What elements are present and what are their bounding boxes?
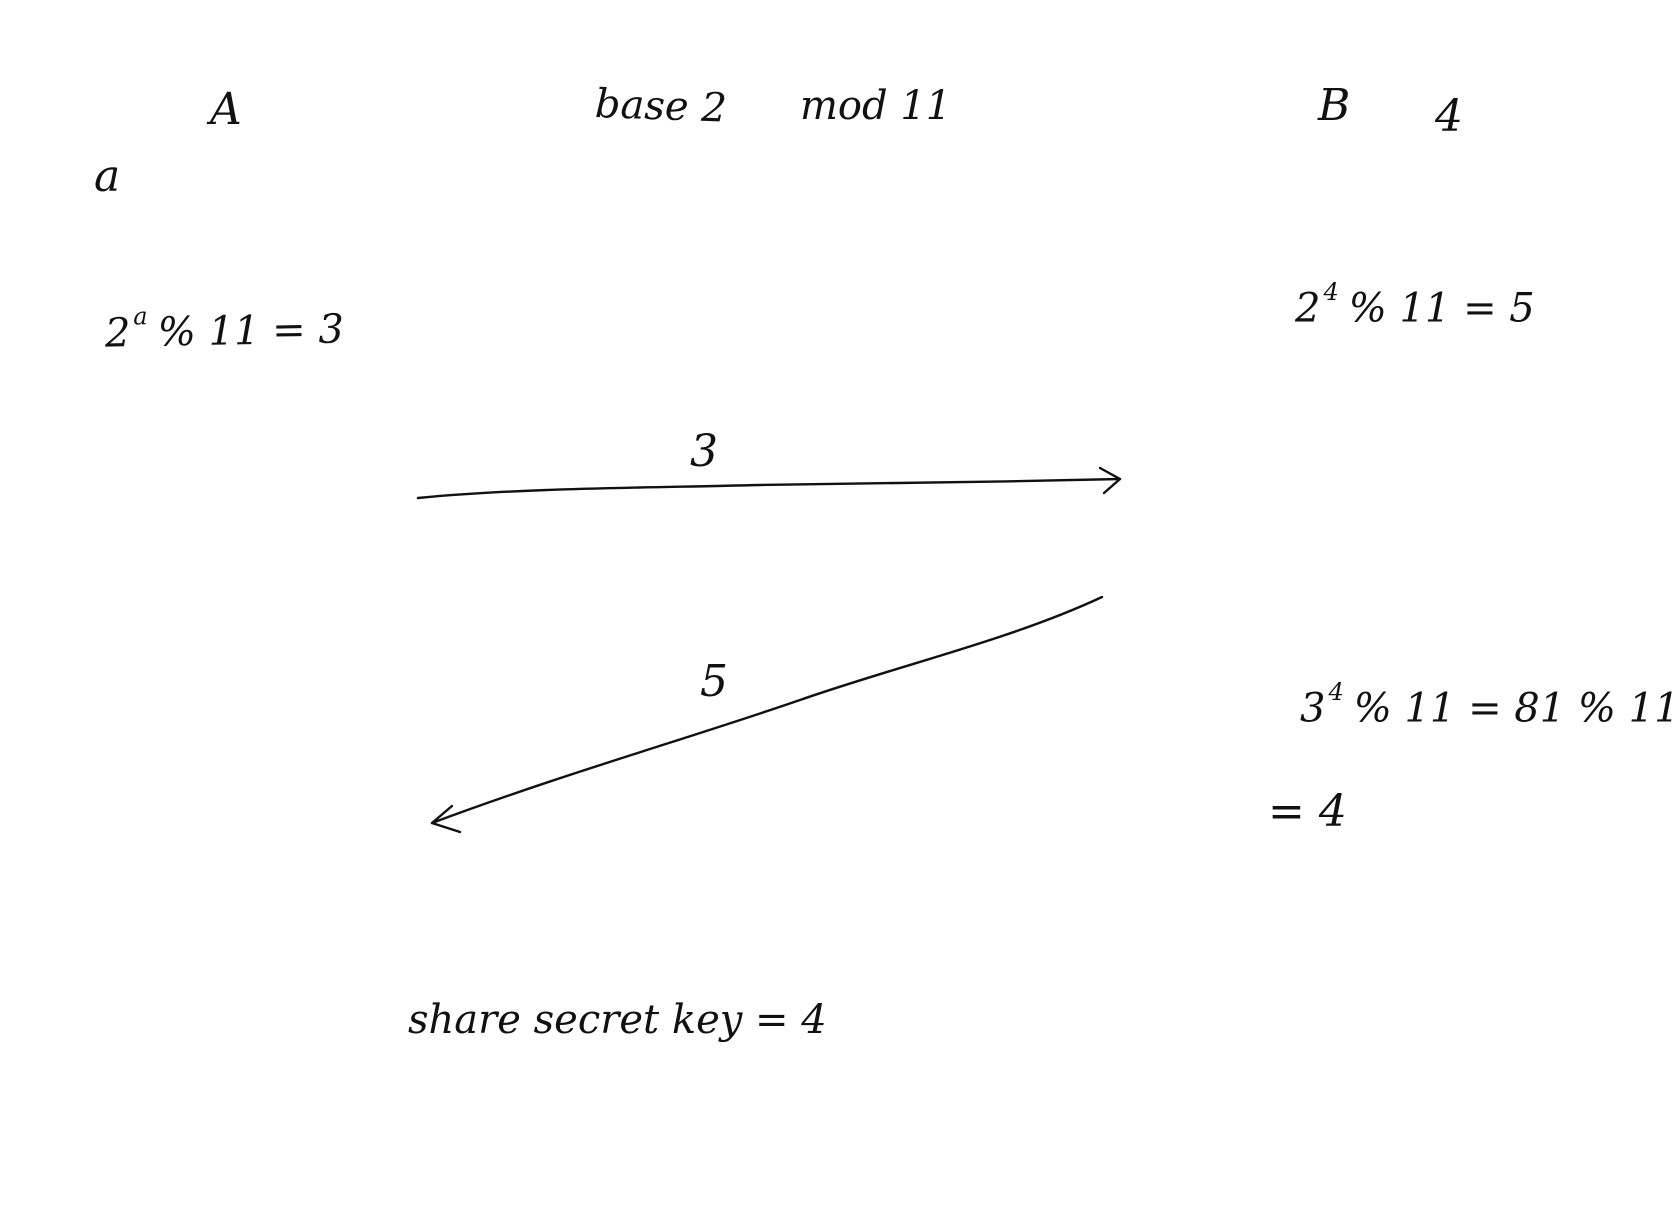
b-public-base: 2 [1295,285,1321,332]
b-shared-exponent: 4 [1328,678,1344,706]
modulus-label: mod 11 [800,83,952,129]
message-a-to-b-label: 3 [690,426,718,477]
b-shared-base: 3 [1300,685,1326,732]
b-public-exponent: 4 [1323,278,1339,306]
party-b-label: B [1318,80,1351,131]
party-a-label: A [210,84,242,135]
arrow-b-to-a [430,595,1104,825]
arrow-a-to-b [416,477,1122,500]
arrow-b-to-a-head [430,804,462,834]
party-a-secret: a [94,151,121,202]
b-shared-result: = 4 [1268,786,1347,837]
message-b-to-a-label: 5 [700,656,728,707]
arrow-a-to-b-head [1098,466,1122,495]
shared-secret-key: share secret key = 4 [408,997,827,1043]
b-shared-rest: % 11 = 81 % 11 [1353,685,1680,732]
party-b-secret: 4 [1435,91,1463,142]
b-public-rest: % 11 = 5 [1348,285,1535,332]
